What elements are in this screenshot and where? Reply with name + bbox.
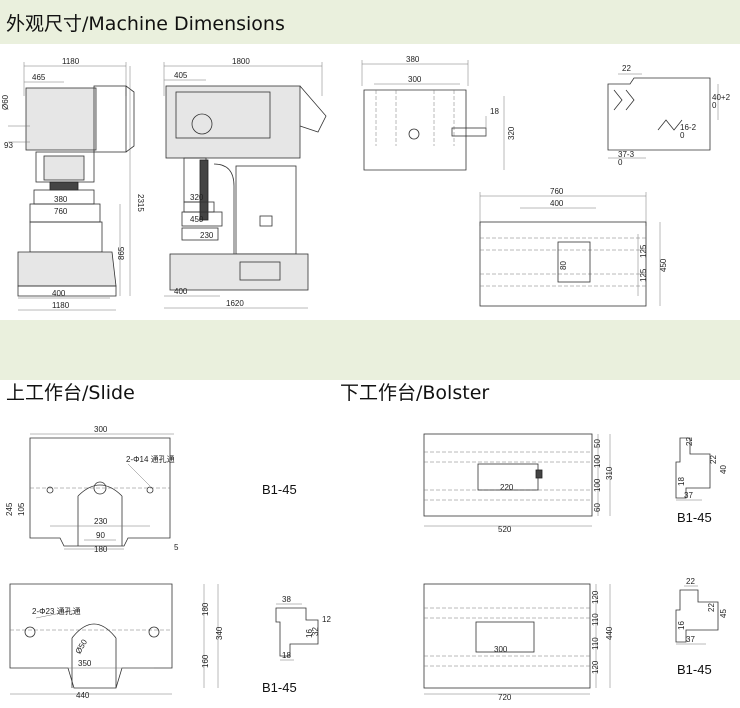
section-band — [0, 320, 740, 380]
slide-a-inner-height: 105 — [17, 502, 26, 516]
front-bolster-b: 760 — [54, 207, 68, 216]
slide-b-upper: 180 — [201, 602, 210, 616]
bolster-a-profile-h3: 18 — [677, 477, 686, 486]
slide-profile-drawing: 38 12 32 16 18 — [275, 595, 331, 661]
slide-profile-bottom: 18 — [282, 651, 291, 660]
bolster-b-d3: 110 — [591, 637, 600, 650]
bolster-a-profile-h2: 40 — [719, 465, 728, 474]
bolster-b-profile-bottom: 37 — [686, 635, 695, 644]
bolster-a-d4: 60 — [593, 503, 602, 512]
side-top-length: 1800 — [232, 57, 250, 66]
bolster-b-total: 440 — [605, 626, 614, 640]
machine-dimensions-heading: 外观尺寸/Machine Dimensions — [6, 13, 285, 35]
front-upper-width: 465 — [32, 73, 46, 82]
side-bolster-depth: 450 — [190, 215, 204, 224]
bolster-b-profile-drawing: 22 22 45 16 37 — [675, 577, 728, 645]
bolster-width: 760 — [550, 187, 564, 196]
slide-slot: 18 — [490, 107, 499, 116]
bolster-b-d2: 110 — [591, 613, 600, 626]
side-view-drawing: 1800 405 320 450 230 400 1620 — [163, 57, 327, 309]
front-total-height: 2315 — [136, 194, 145, 212]
slide-top-model: B1-45 — [262, 482, 297, 497]
slide-heading: 上工作台/Slide — [6, 382, 135, 404]
slide-a-holes: 2-Φ14 通孔通 — [126, 454, 175, 464]
slide-b-drawing: 2-Φ23 通孔通 Ø50 350 440 180 340 160 — [9, 583, 224, 700]
bolster-a-profile-bottom: 37 — [684, 491, 693, 500]
slide-profile-top: 38 — [282, 595, 291, 604]
header-band — [0, 0, 740, 44]
slide-depth: 320 — [507, 126, 516, 140]
slide-bottom-model: B1-45 — [262, 680, 297, 695]
bolster-b-profile-h3: 16 — [677, 621, 686, 630]
slide-a-height: 245 — [5, 502, 14, 516]
side-stroke: 230 — [200, 231, 214, 240]
front-bolster-a: 380 — [54, 195, 68, 204]
bolster-a-total: 310 — [605, 466, 614, 480]
bolster-b-profile-h2: 45 — [719, 609, 728, 618]
bolster-a-d1: 50 — [593, 439, 602, 448]
side-top-offset: 405 — [174, 71, 188, 80]
front-bed-height: 865 — [117, 246, 126, 260]
slide-inner-width: 300 — [408, 75, 422, 84]
table-drawing-area — [0, 380, 740, 708]
bolster-b-width: 720 — [498, 693, 512, 702]
front-base-width: 1180 — [52, 301, 70, 310]
bolster-b-d4: 120 — [591, 660, 600, 674]
front-offset: 93 — [4, 141, 13, 150]
slide-profile-h1: 12 — [322, 615, 331, 624]
bolster-b-center: 300 — [494, 645, 508, 654]
side-slide-depth: 320 — [190, 193, 204, 202]
slide-a-bottom: 180 — [94, 545, 108, 554]
bolster-a-profile-top: 22 — [685, 437, 694, 446]
bolster-a-drawing: 220 520 50 100 100 60 310 — [423, 433, 614, 534]
profile-width: 22 — [622, 64, 631, 73]
bolster-a-center: 220 — [500, 483, 514, 492]
side-base-length: 1620 — [226, 299, 244, 308]
front-base-half: 400 — [52, 289, 66, 298]
slide-b-diameter: Ø50 — [74, 637, 90, 655]
bolster-a-profile-h1: 22 — [709, 455, 718, 464]
front-view-drawing: 1180 465 Ø60 93 380 760 2315 865 400 118… — [1, 57, 145, 311]
side-base-offset: 400 — [174, 287, 188, 296]
slide-b-lower: 160 — [201, 654, 210, 668]
slide-b-center: 350 — [78, 659, 92, 668]
bolster-heading: 下工作台/Bolster — [340, 382, 490, 404]
slide-b-total: 340 — [215, 626, 224, 640]
bolster-center: 80 — [559, 261, 568, 270]
bolster-a-d2: 100 — [593, 454, 602, 468]
bolster-inner: 400 — [550, 199, 564, 208]
bolster-b-drawing: 300 720 120 110 110 120 440 — [423, 583, 614, 702]
front-diameter: Ø60 — [1, 94, 10, 110]
bolster-b-profile-h1: 22 — [707, 603, 716, 612]
slide-plan-drawing: 380 300 18 320 — [361, 55, 516, 171]
bolster-bottom-model: B1-45 — [677, 662, 712, 677]
bolster-plan-drawing: 760 400 80 125 125 450 — [479, 187, 668, 307]
slide-profile-h2: 32 — [311, 627, 320, 636]
slide-a-lip: 5 — [174, 543, 179, 552]
slide-a-slot-width: 230 — [94, 517, 108, 526]
bolster-half-a: 125 — [639, 244, 648, 258]
slide-b-holes: 2-Φ23 通孔通 — [32, 606, 81, 616]
slide-a-width: 300 — [94, 425, 108, 434]
bolster-top-model: B1-45 — [677, 510, 712, 525]
bolster-b-d1: 120 — [591, 590, 600, 604]
bolster-a-width: 520 — [498, 525, 512, 534]
slide-outer-width: 380 — [406, 55, 420, 64]
slide-b-width: 440 — [76, 691, 90, 700]
slide-a-shank: 90 — [96, 531, 105, 540]
slide-profile-h3: 16 — [305, 629, 314, 638]
bolster-half-b: 125 — [639, 268, 648, 282]
bolster-a-profile-drawing: 22 22 40 18 37 — [675, 437, 728, 501]
slide-a-drawing: 300 2-Φ14 通孔通 245 105 230 90 180 5 — [5, 425, 179, 554]
bolster-b-profile-top: 22 — [686, 577, 695, 586]
bolster-a-d3: 100 — [593, 478, 602, 492]
front-top-width: 1180 — [62, 57, 80, 66]
bolster-depth: 450 — [659, 258, 668, 272]
